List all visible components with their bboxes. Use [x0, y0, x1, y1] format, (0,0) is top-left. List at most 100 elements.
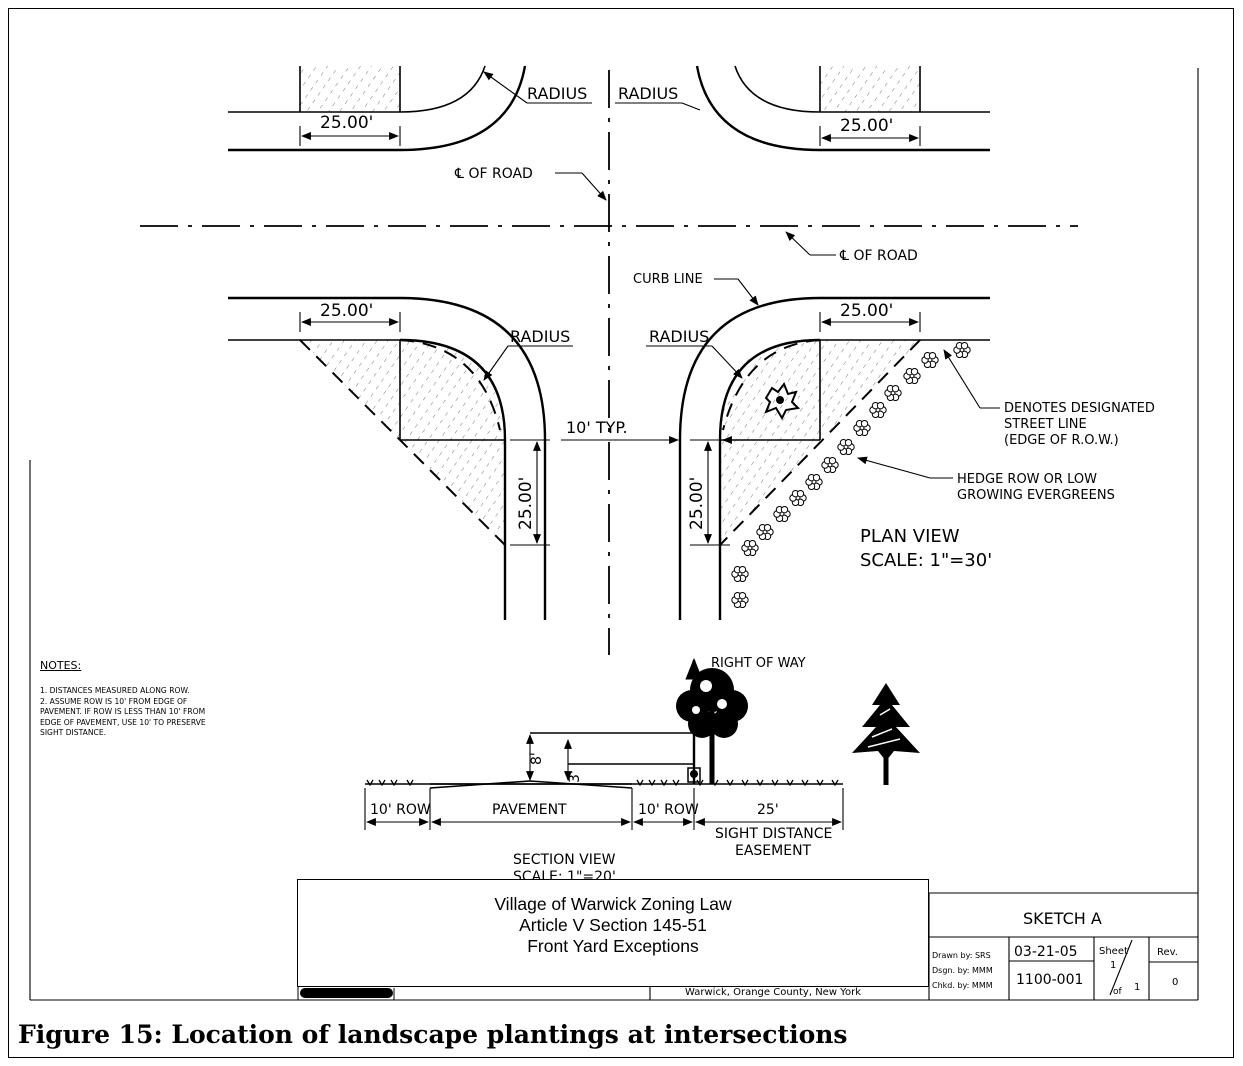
radius-label: RADIUS — [618, 84, 678, 103]
hedge-note: HEDGE ROW OR LOW GROWING EVERGREENS — [857, 456, 1115, 503]
note-line: (EDGE OF R.O.W.) — [1004, 433, 1119, 448]
grass-tick — [636, 779, 644, 787]
easement-label: SIGHT DISTANCE — [715, 826, 832, 842]
bottom-left-corner — [228, 296, 547, 620]
grass-tick — [786, 779, 794, 787]
top-left-corner — [228, 65, 527, 152]
shrub-symbol — [741, 539, 759, 557]
pavement-label: PAVEMENT — [492, 802, 567, 818]
shrub-symbol — [903, 367, 921, 385]
overlay-line-3: Front Yard Exceptions — [527, 936, 699, 956]
typical-offset-label: 10' TYP. — [566, 418, 628, 437]
shrub-symbol — [789, 489, 807, 507]
grass-tick — [648, 779, 656, 787]
centerline-label: ℄ OF ROAD — [454, 166, 533, 182]
grass-tick — [406, 779, 414, 787]
dim-label: 25.00' — [320, 113, 373, 133]
figure-caption: Figure 15: Location of landscape plantin… — [18, 1020, 848, 1049]
row-left-label: 10' ROW — [370, 802, 431, 818]
centerline-label: ℄ OF ROAD — [839, 248, 918, 264]
leader — [681, 102, 701, 111]
dim-label: 25.00' — [840, 116, 893, 136]
note-line: GROWING EVERGREENS — [957, 488, 1115, 503]
leader — [581, 172, 607, 201]
grass-tick — [390, 779, 398, 787]
sheet-title: SKETCH A — [1023, 909, 1102, 928]
of-label: of — [1113, 987, 1123, 997]
plan-view-scale: SCALE: 1"=30' — [860, 550, 992, 571]
dim-label: 25.00' — [320, 301, 373, 321]
dim-vertical-left: 25.00' — [510, 439, 550, 546]
height-3-label: 3' — [567, 770, 583, 783]
revision-label: Rev. — [1157, 947, 1178, 958]
sheet-label: Sheet — [1099, 946, 1128, 957]
tree-plan-symbol — [764, 381, 801, 421]
drawing-date: 03-21-05 — [1014, 944, 1078, 960]
grass-tick — [660, 779, 668, 787]
leader — [785, 231, 811, 256]
grass-tick — [366, 779, 374, 787]
revision-number: 0 — [1172, 977, 1178, 988]
zoning-law-title-box: Village of Warwick Zoning Law Article V … — [297, 879, 929, 987]
shrub-symbol — [953, 341, 971, 359]
height-8-label: 8' — [529, 752, 545, 765]
right-of-way-label: RIGHT OF WAY — [711, 656, 806, 671]
notes-heading: NOTES: — [40, 659, 82, 672]
radius-label: RADIUS — [527, 84, 587, 103]
shrub-symbol — [921, 351, 939, 369]
dim-bottom-right: 25.00' — [819, 301, 921, 332]
drawn-by: Drawn by: SRS — [932, 951, 991, 960]
street-line-note: DENOTES DESIGNATED STREET LINE (EDGE OF … — [943, 349, 1155, 448]
designed-by: Dsgn. by: MMM — [932, 966, 993, 975]
note-line: DENOTES DESIGNATED — [1004, 401, 1155, 416]
checked-by: Chkd. by: MMM — [932, 981, 993, 990]
shrub-symbol — [853, 419, 871, 437]
shrub-symbol — [805, 473, 823, 491]
dim-top-right: 25.00' — [819, 116, 921, 146]
shrub-symbol — [837, 438, 855, 456]
leader — [483, 71, 528, 104]
section-view — [364, 657, 920, 830]
note-line: STREET LINE — [1004, 417, 1087, 432]
sheet-number: 1 — [1110, 960, 1116, 971]
grass-tick — [816, 779, 824, 787]
grass-tick — [726, 779, 734, 787]
dim-label: 25.00' — [687, 477, 707, 530]
grass-tick — [801, 779, 809, 787]
location-text: Warwick, Orange County, New York — [685, 987, 861, 998]
radius-label: RADIUS — [649, 327, 709, 346]
plan-view-title: PLAN VIEW — [860, 526, 960, 547]
radius-label: RADIUS — [510, 327, 570, 346]
drawing-number: 1100-001 — [1016, 972, 1083, 988]
grass-tick — [771, 779, 779, 787]
grass-tick — [831, 779, 839, 787]
easement-label: EASEMENT — [735, 843, 812, 859]
dim-bottom-left: 25.00' — [299, 301, 401, 332]
drawing-frame — [8, 8, 1234, 1058]
dim-label: 25.00' — [840, 301, 893, 321]
overlay-line-1: Village of Warwick Zoning Law — [494, 894, 732, 914]
hedge-row — [731, 341, 971, 609]
dim-label: 25.00' — [516, 477, 536, 530]
shrub-symbol — [731, 591, 749, 609]
grass-tick — [672, 779, 680, 787]
leader — [711, 345, 743, 379]
total-sheets: 1 — [1134, 982, 1140, 993]
curb-line-label: CURB LINE — [633, 272, 703, 287]
top-right-corner — [695, 65, 990, 152]
dim-vertical-right: 25.00' — [687, 439, 730, 546]
leader — [737, 278, 759, 306]
grass-tick — [756, 779, 764, 787]
grass-tick — [378, 779, 386, 787]
overlay-line-2: Article V Section 145-51 — [519, 915, 707, 935]
shrub-symbol — [884, 384, 902, 402]
row-right-label: 10' ROW — [638, 802, 699, 818]
notes-block: NOTES: 1. DISTANCES MEASURED ALONG ROW. … — [40, 659, 300, 739]
leader — [483, 345, 509, 381]
dim-top-left: 25.00' — [299, 113, 401, 146]
shrub-symbol — [756, 523, 774, 541]
shrub-symbol — [869, 401, 887, 419]
grass-tick — [741, 779, 749, 787]
section-view-title: SECTION VIEW — [513, 852, 616, 868]
